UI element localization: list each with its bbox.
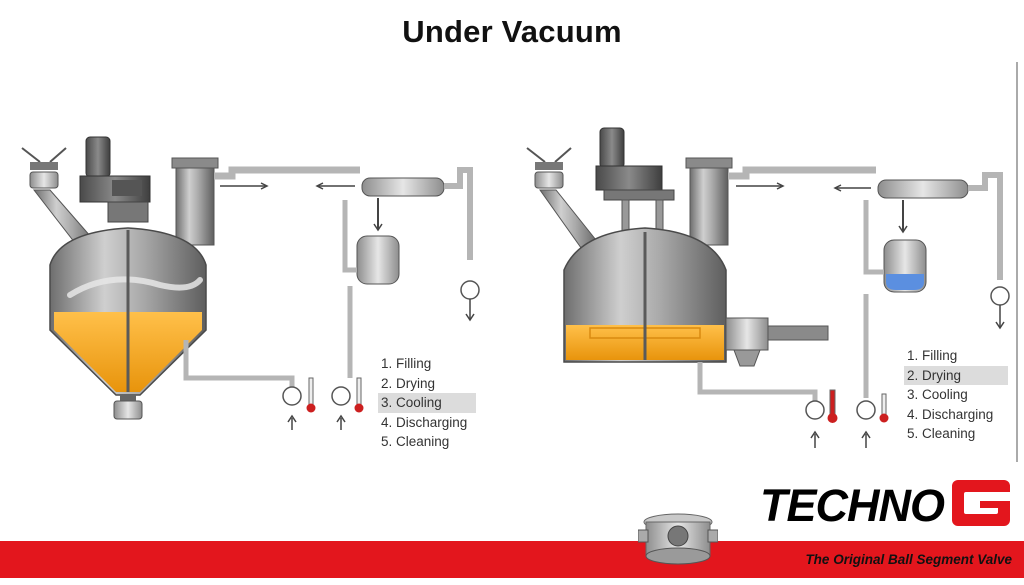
right-step-discharging: 4. Discharging (907, 406, 994, 422)
right-vacuum-pump (990, 286, 1010, 330)
left-step-filling: 1. Filling (381, 356, 432, 371)
brand-logo-g-icon (952, 480, 1010, 526)
right-step-list: 1. Filling 2. Drying 3. Cooling 4. Disch… (904, 346, 1008, 444)
right-inlet-valve (526, 147, 572, 189)
left-circulation-pump-1 (282, 386, 302, 430)
right-step-cleaning: 5. Cleaning (907, 426, 976, 441)
right-thermometer-1 (827, 389, 838, 423)
page-title: Under Vacuum (402, 14, 622, 49)
left-circulation-pump-2 (331, 386, 351, 430)
left-agitator-drive (79, 136, 151, 223)
right-circulation-pump-1 (805, 400, 825, 448)
right-discharge-auger (725, 317, 829, 367)
left-step-drying: 2. Drying (381, 375, 436, 391)
right-circulation-pump-2 (856, 400, 876, 448)
brand-tagline: The Original Ball Segment Valve (805, 552, 1012, 567)
right-step-filling: 1. Filling (907, 348, 958, 363)
right-diagram (526, 127, 1010, 448)
left-step-list: 1. Filling 2. Drying 3. Cooling 4. Disch… (378, 354, 476, 452)
left-step-discharging: 4. Discharging (381, 414, 468, 430)
left-inlet-valve (21, 147, 67, 189)
left-condenser (361, 177, 445, 197)
left-step-cooling: 3. Cooling (378, 393, 476, 413)
right-step-cooling: 3. Cooling (907, 387, 968, 402)
left-diagram (21, 136, 480, 430)
right-agitator-drive (595, 127, 675, 233)
left-thermometer-1 (306, 377, 316, 413)
right-divider (1016, 62, 1018, 462)
right-thermometer-2 (879, 393, 889, 423)
left-receiver (356, 235, 400, 285)
right-step-drying: 2. Drying (904, 365, 1008, 385)
brand-bar (0, 541, 1024, 578)
left-agitator-blade (67, 276, 203, 298)
left-step-cleaning: 5. Cleaning (381, 434, 450, 449)
right-vapor-dome (689, 167, 729, 246)
right-receiver-liquid (886, 274, 924, 290)
left-bottom-valve (113, 395, 143, 420)
left-vapor-dome (175, 167, 215, 246)
brand-logo-text: TECHNO (760, 480, 945, 531)
left-thermometer-2 (354, 377, 364, 413)
right-condenser (877, 179, 969, 199)
ball-segment-valve-image (638, 513, 718, 565)
left-vacuum-pump (460, 280, 480, 322)
